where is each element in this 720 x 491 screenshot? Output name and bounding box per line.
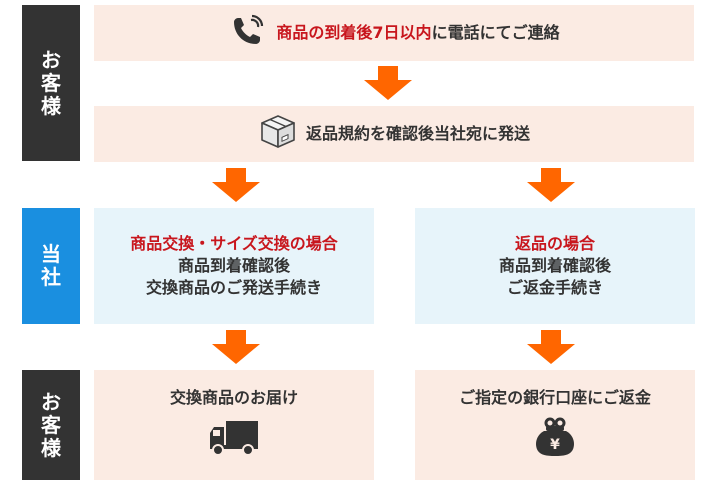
side-char: 様 [41,93,61,118]
side-label-customer-top: お 客 様 [22,5,80,161]
return-process-box: 返品の場合 商品到着確認後 ご返金手続き [415,208,695,324]
arrow-down-icon [527,168,575,202]
phone-icon [228,12,268,54]
side-char: 当 [41,242,61,266]
exchange-process-box: 商品交換・サイズ交換の場合 商品到着確認後 交換商品のご発送手続き [94,208,374,324]
side-char: 客 [41,70,61,95]
side-char: 様 [41,435,61,460]
side-char: 社 [41,265,61,289]
return-line2: ご返金手続き [506,278,603,297]
delivery-text: 交換商品のお届け [169,388,298,407]
ship-back-text: 返品規約を確認後当社宛に発送 [305,124,530,143]
return-line1: 商品到着確認後 [498,256,611,275]
exchange-line2: 交換商品のご発送手続き [145,278,322,297]
arrow-down-icon [527,330,575,364]
side-char: お [41,47,61,72]
svg-text:¥: ¥ [550,437,560,453]
side-char: 客 [41,412,61,437]
arrow-down-icon [364,66,412,100]
refund-text: ご指定の銀行口座にご返金 [459,388,651,407]
refund-box: ご指定の銀行口座にご返金 ¥ [415,370,695,480]
side-label-customer-bottom: お 客 様 [22,370,80,480]
side-char: お [41,389,61,414]
arrow-down-icon [212,168,260,202]
side-label-company: 当 社 [22,208,80,324]
exchange-line1: 商品到着確認後 [177,256,290,275]
return-title: 返品の場合 [514,234,595,253]
truck-icon [208,417,260,463]
delivery-box: 交換商品のお届け [94,370,374,480]
step-contact-box: 商品の到着後7日以内に電話にてご連絡 [94,5,694,61]
step-ship-back-box: 返品規約を確認後当社宛に発送 [94,106,694,162]
contact-method-text: に電話にてご連絡 [431,23,560,42]
deadline-text: 商品の到着後7日以内 [276,23,432,42]
yen-purse-icon: ¥ [534,417,576,463]
exchange-title: 商品交換・サイズ交換の場合 [130,234,338,253]
arrow-down-icon [212,330,260,364]
package-box-icon [258,112,298,156]
